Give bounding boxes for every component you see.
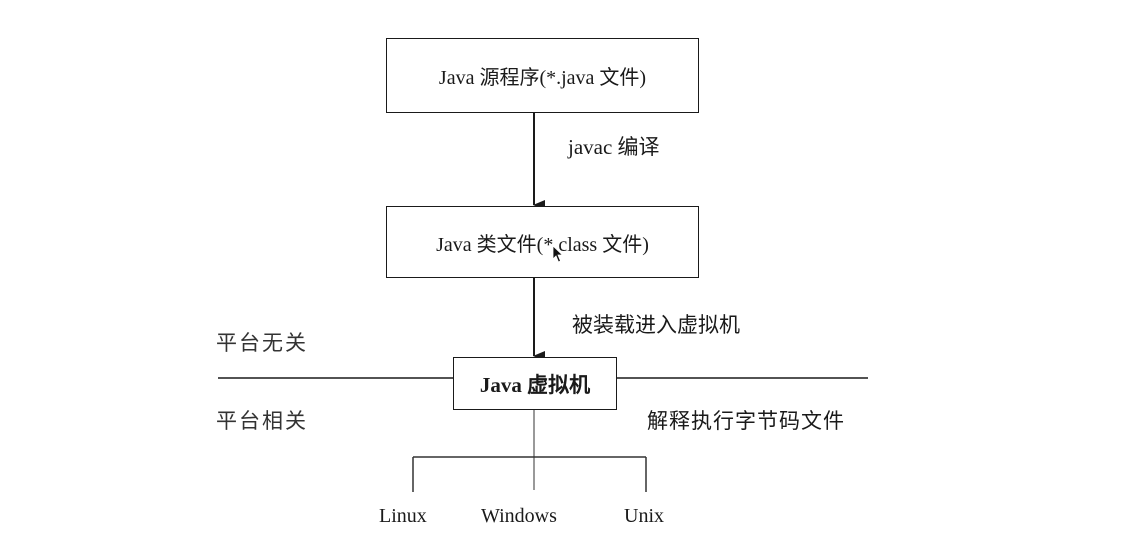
- jvm-box: Java 虚拟机: [453, 357, 617, 410]
- java-source-box: Java 源程序(*.java 文件): [386, 38, 699, 113]
- mouse-cursor-icon: [552, 245, 564, 263]
- os-unix-label: Unix: [624, 505, 664, 527]
- platform-dependent-label: 平台相关: [216, 409, 308, 433]
- java-class-label: Java 类文件(*.class 文件): [436, 233, 649, 256]
- java-class-box: Java 类文件(*.class 文件): [386, 206, 699, 278]
- java-source-label: Java 源程序(*.java 文件): [438, 67, 647, 89]
- interpret-label: 解释执行字节码文件: [647, 409, 845, 433]
- platform-independent-label: 平台无关: [216, 331, 308, 355]
- os-linux-label: Linux: [379, 505, 427, 527]
- load-label: 被装载进入虚拟机: [572, 313, 740, 337]
- jvm-label: Java 虚拟机: [479, 372, 591, 397]
- compile-label: javac 编译: [568, 135, 660, 159]
- os-windows-label: Windows: [481, 505, 557, 527]
